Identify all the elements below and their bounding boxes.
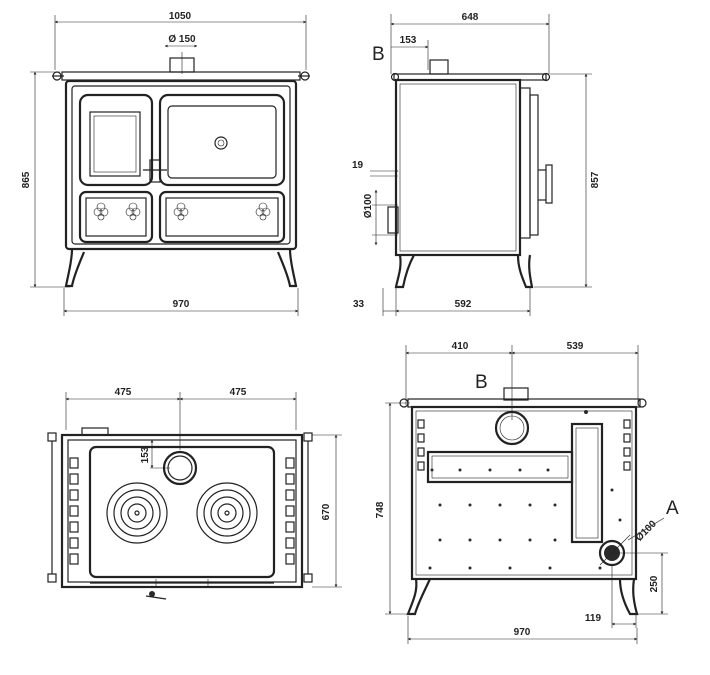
top-depth-label: 670 [321,503,332,520]
side-dim-19-label: 19 [352,160,364,171]
front-view: 1050 Ø 150 [21,11,310,316]
front-width-bottom-label: 970 [173,299,190,310]
rear-view: 410 539 B [375,341,679,644]
top-flue-offset-label: 153 [140,446,151,463]
front-flue-diameter-label: Ø 150 [168,34,196,45]
side-body-depth-label: 592 [455,299,472,310]
top-view: 475 475 153 [47,387,342,600]
rear-width-bottom-label: 970 [514,627,531,638]
side-flue-offset-label: 153 [400,35,417,46]
rear-outlet-offset-label: 119 [585,613,602,624]
rear-width-left-label: 410 [452,341,469,352]
rear-width-right-label: 539 [567,341,584,352]
side-marker-b: B [372,44,385,65]
side-view: B 648 153 19 Ø [352,12,601,316]
side-depth-label: 648 [462,12,479,23]
side-height-label: 857 [590,171,601,188]
side-inlet-diameter-label: Ø100 [363,193,374,218]
top-left-half-label: 475 [115,387,132,398]
front-width-top-label: 1050 [169,11,192,22]
top-right-half-label: 475 [230,387,247,398]
rear-height-label: 748 [375,501,386,518]
rear-outlet-height-label: 250 [649,575,660,592]
side-leg-offset-label: 33 [353,299,365,310]
front-height-label: 865 [21,171,32,188]
rear-marker-b: B [475,372,488,393]
rear-outlet-diameter-label: Ø100 [634,518,659,543]
rear-marker-a: A [666,498,679,519]
